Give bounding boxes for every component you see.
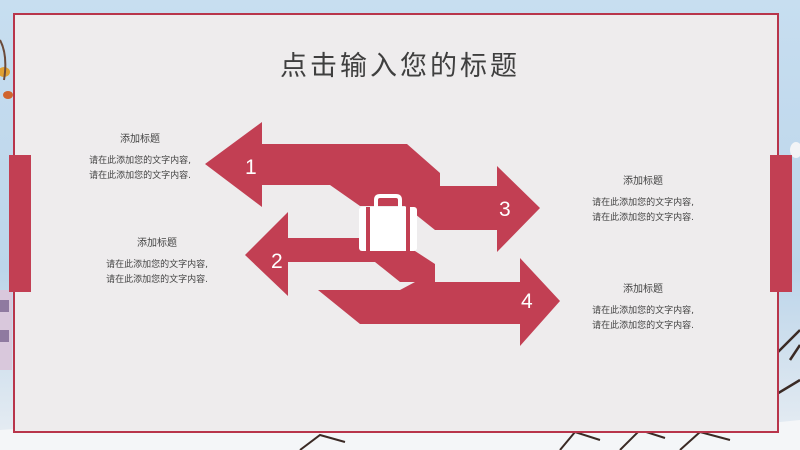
right-side-tab: [770, 155, 792, 292]
text-block-1: 添加标题 请在此添加您的文字内容, 请在此添加您的文字内容.: [60, 130, 220, 184]
block-title: 添加标题: [137, 238, 177, 249]
block-line-2: 请在此添加您的文字内容.: [89, 171, 191, 181]
block-line-2: 请在此添加您的文字内容.: [106, 275, 208, 285]
block-line-1: 请在此添加您的文字内容,: [592, 306, 694, 316]
block-line-1: 请在此添加您的文字内容,: [106, 260, 208, 270]
block-title: 添加标题: [623, 176, 663, 187]
block-line-1: 请在此添加您的文字内容,: [89, 156, 191, 166]
arrow-1-number: 1: [245, 156, 257, 179]
briefcase-icon: [359, 194, 417, 251]
arrow-4-number: 4: [521, 290, 533, 313]
block-title: 添加标题: [623, 284, 663, 295]
arrow-4: [318, 258, 560, 346]
text-block-3: 添加标题 请在此添加您的文字内容, 请在此添加您的文字内容.: [563, 172, 723, 226]
arrow-3-number: 3: [499, 198, 511, 221]
block-line-2: 请在此添加您的文字内容.: [592, 213, 694, 223]
arrow-1: [205, 122, 440, 207]
arrow-3: [405, 166, 540, 252]
text-block-2: 添加标题 请在此添加您的文字内容, 请在此添加您的文字内容.: [77, 234, 237, 288]
text-block-4: 添加标题 请在此添加您的文字内容, 请在此添加您的文字内容.: [563, 280, 723, 334]
slide-title: 点击输入您的标题: [280, 51, 520, 82]
arrow-2: [245, 212, 435, 296]
left-side-tab: [9, 155, 31, 292]
block-line-1: 请在此添加您的文字内容,: [592, 198, 694, 208]
block-line-2: 请在此添加您的文字内容.: [592, 321, 694, 331]
block-title: 添加标题: [120, 134, 160, 145]
arrow-2-number: 2: [271, 250, 283, 273]
